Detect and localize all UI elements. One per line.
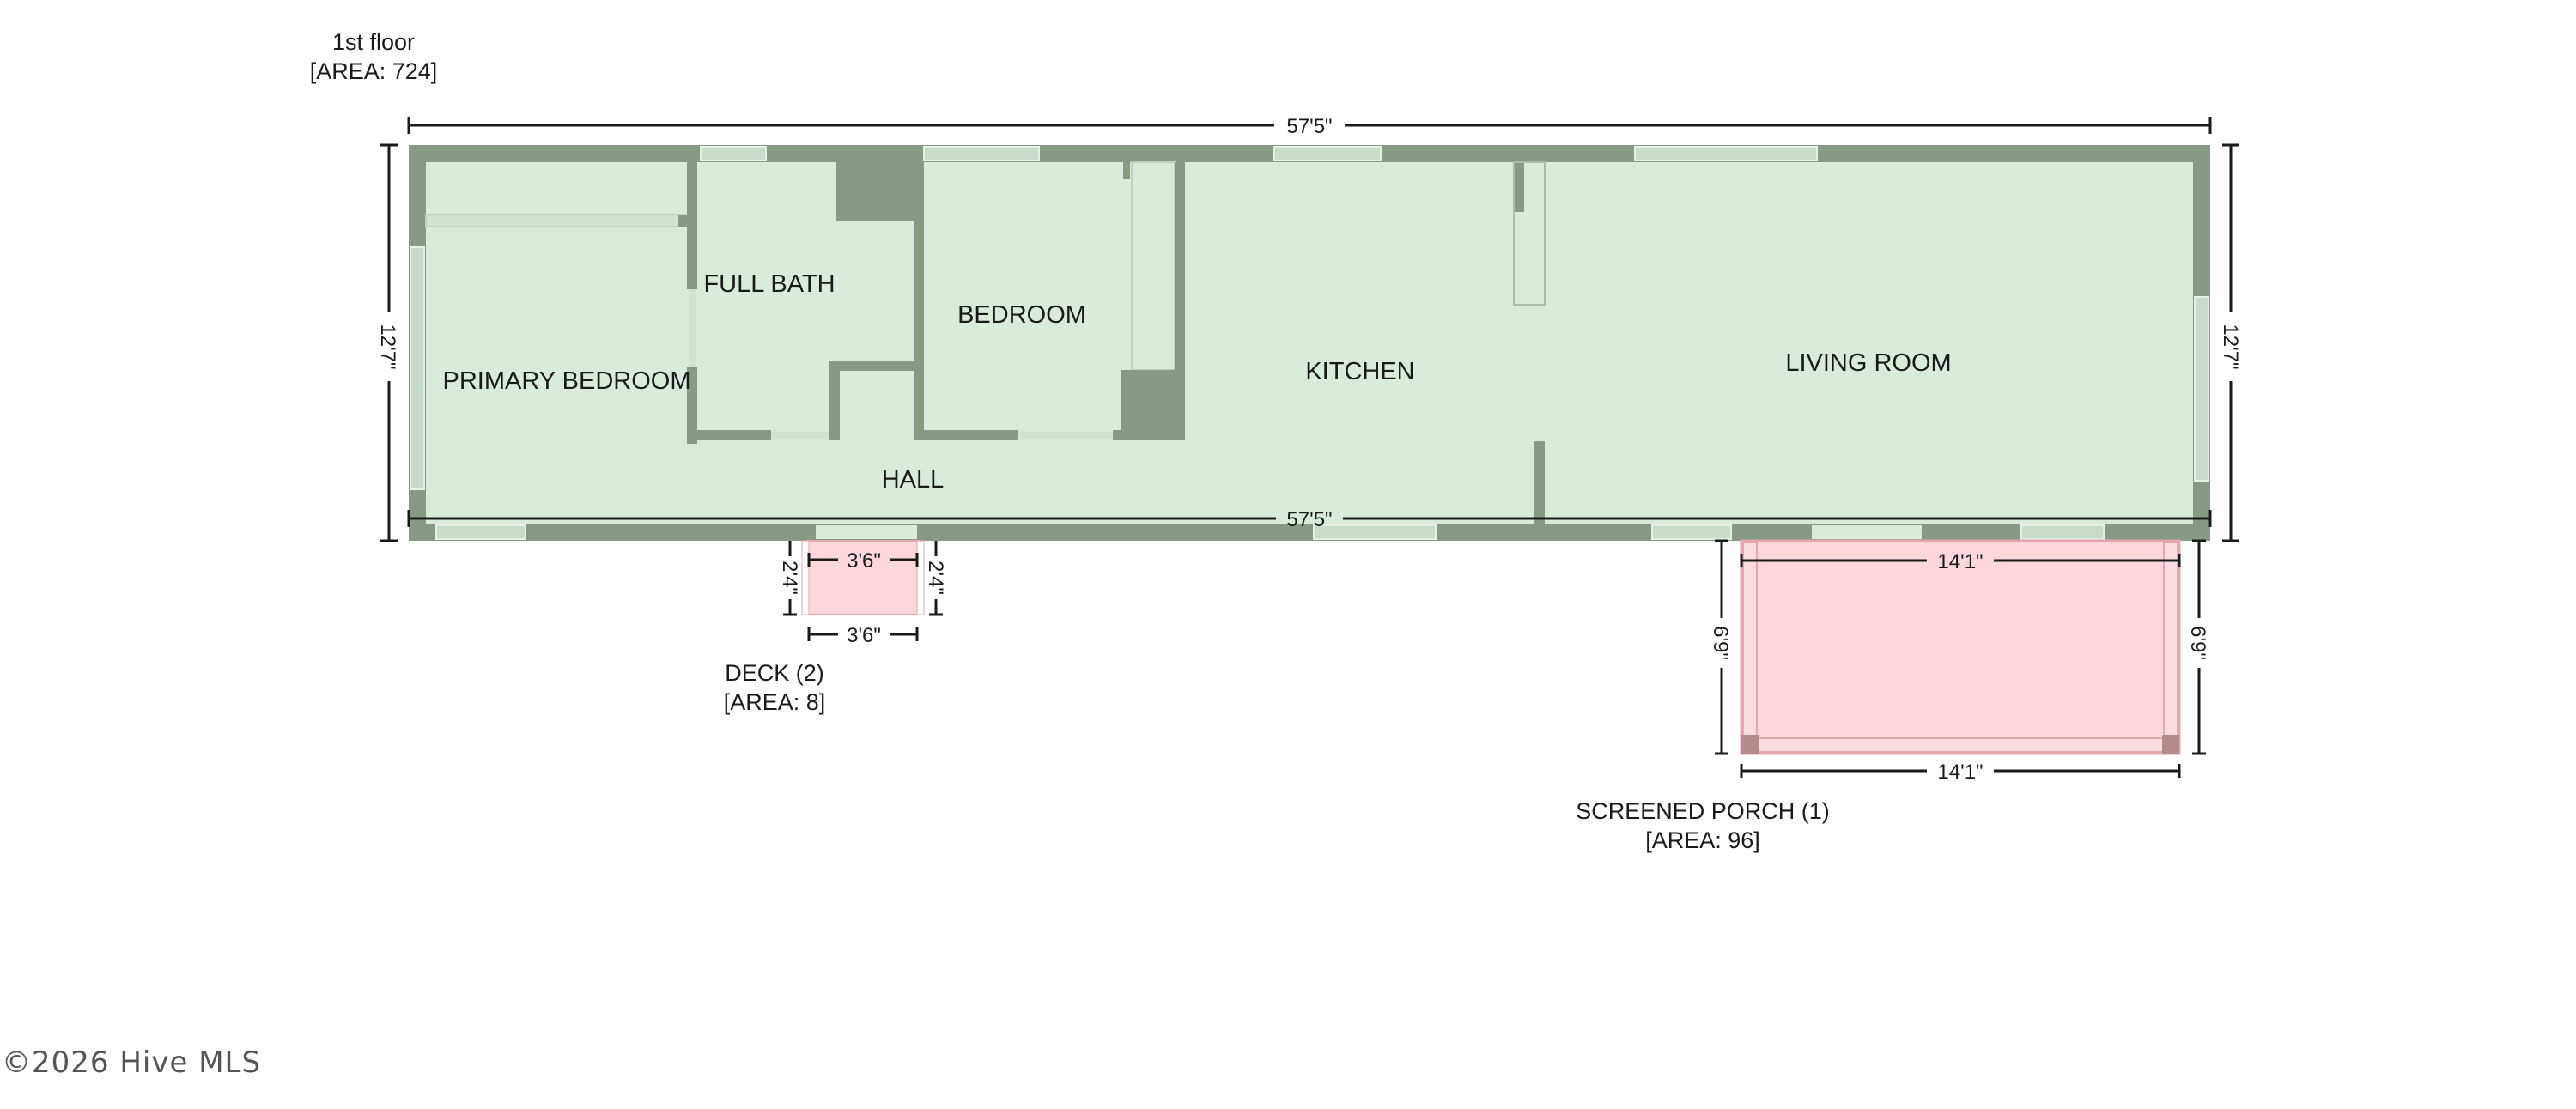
interior-wall bbox=[829, 361, 840, 440]
interior-wall bbox=[697, 430, 771, 440]
porch-area: [AREA: 96] bbox=[1645, 827, 1760, 853]
dim-label: 6'9" bbox=[2186, 626, 2209, 660]
door-opening bbox=[771, 432, 829, 439]
dim-label: 3'6" bbox=[847, 549, 881, 573]
window bbox=[2020, 524, 2105, 540]
porch-width-dimension-outer: 14'1" bbox=[1740, 761, 2181, 784]
window bbox=[1634, 146, 1818, 161]
interior-wall bbox=[687, 367, 697, 444]
window bbox=[435, 524, 526, 540]
interior-floor bbox=[426, 162, 2193, 524]
interior-wall bbox=[829, 361, 914, 371]
main-length-dimension-top: 57'5" bbox=[407, 115, 2212, 138]
dim-label: 3'6" bbox=[847, 624, 881, 647]
door-opening bbox=[689, 289, 696, 367]
hall-closet bbox=[840, 371, 914, 440]
porch-depth-dimension-right: 6'9" bbox=[2186, 539, 2209, 755]
door-opening bbox=[1018, 432, 1113, 439]
closet-wall-stub bbox=[1123, 162, 1130, 179]
exterior-door bbox=[816, 525, 917, 539]
deck-width-dimension-outer: 3'6" bbox=[807, 624, 919, 647]
interior-wall bbox=[1534, 441, 1545, 524]
window bbox=[410, 246, 425, 490]
main-depth-dimension-left: 12'7" bbox=[376, 143, 399, 542]
window bbox=[923, 146, 1040, 161]
room-label-living-room: LIVING ROOM bbox=[1785, 349, 1951, 377]
interior-wall bbox=[924, 430, 1018, 440]
bedroom-closet bbox=[1131, 161, 1176, 371]
screened-porch bbox=[1740, 539, 2181, 755]
utility-block bbox=[1121, 370, 1185, 440]
deck-title: DECK (2) bbox=[725, 660, 824, 686]
dim-label: 12'7" bbox=[376, 324, 399, 369]
window bbox=[700, 146, 767, 161]
dim-label: 2'4" bbox=[778, 561, 801, 595]
interior-wall bbox=[687, 162, 697, 289]
exterior-door bbox=[1812, 525, 1922, 539]
deck-rail bbox=[916, 540, 925, 615]
porch-screen bbox=[1742, 542, 1758, 741]
kitchen-cabinet bbox=[1513, 161, 1546, 306]
deck-width-dimension-inner: 3'6" bbox=[807, 549, 919, 573]
closet-shelf bbox=[425, 214, 693, 227]
room-label-primary-bedroom: PRIMARY BEDROOM bbox=[443, 367, 691, 395]
porch-title: SCREENED PORCH (1) bbox=[1576, 798, 1830, 824]
interior-wall bbox=[1514, 162, 1524, 212]
porch-floor bbox=[1740, 539, 2181, 755]
dim-label: 2'4" bbox=[924, 561, 947, 595]
dim-label: 12'7" bbox=[2219, 324, 2242, 369]
dim-label: 6'9" bbox=[1709, 626, 1732, 660]
room-label-full-bath: FULL BATH bbox=[703, 270, 835, 298]
room-label-hall: HALL bbox=[882, 466, 945, 494]
main-house bbox=[409, 145, 2210, 541]
dim-label: 57'5" bbox=[1286, 115, 1332, 138]
deck-rail bbox=[801, 540, 810, 615]
porch-screen bbox=[2163, 542, 2178, 741]
porch-depth-dimension-left: 6'9" bbox=[1709, 539, 1732, 755]
main-depth-dimension-right: 12'7" bbox=[2219, 143, 2242, 542]
window bbox=[2194, 296, 2209, 482]
room-label-bedroom: BEDROOM bbox=[957, 301, 1086, 329]
deck-depth-dimension-right: 2'4" bbox=[924, 541, 947, 616]
window bbox=[1651, 524, 1732, 540]
copyright-notice: ©2026 Hive MLS bbox=[2, 1045, 262, 1080]
window bbox=[1313, 524, 1437, 540]
deck-depth-dimension-left: 2'4" bbox=[778, 541, 801, 616]
floor-area: [AREA: 724] bbox=[310, 58, 438, 84]
interior-wall bbox=[1175, 162, 1185, 370]
plumbing-chase bbox=[836, 162, 914, 221]
room-label-kitchen: KITCHEN bbox=[1305, 358, 1414, 385]
dim-label: 57'5" bbox=[1286, 508, 1332, 531]
floor-title: 1st floor bbox=[332, 29, 415, 55]
interior-wall bbox=[914, 162, 924, 440]
deck bbox=[801, 540, 925, 615]
porch-width-dimension-inner: 14'1" bbox=[1740, 550, 2181, 573]
dim-label: 14'1" bbox=[1937, 550, 1983, 573]
deck-area: [AREA: 8] bbox=[724, 689, 826, 715]
window bbox=[1273, 146, 1382, 161]
porch-post bbox=[1741, 735, 1759, 754]
porch-post bbox=[2162, 735, 2179, 754]
main-length-dimension-bottom: 57'5" bbox=[407, 508, 2212, 531]
dim-label: 14'1" bbox=[1937, 761, 1983, 784]
porch-screen bbox=[1756, 737, 2165, 753]
